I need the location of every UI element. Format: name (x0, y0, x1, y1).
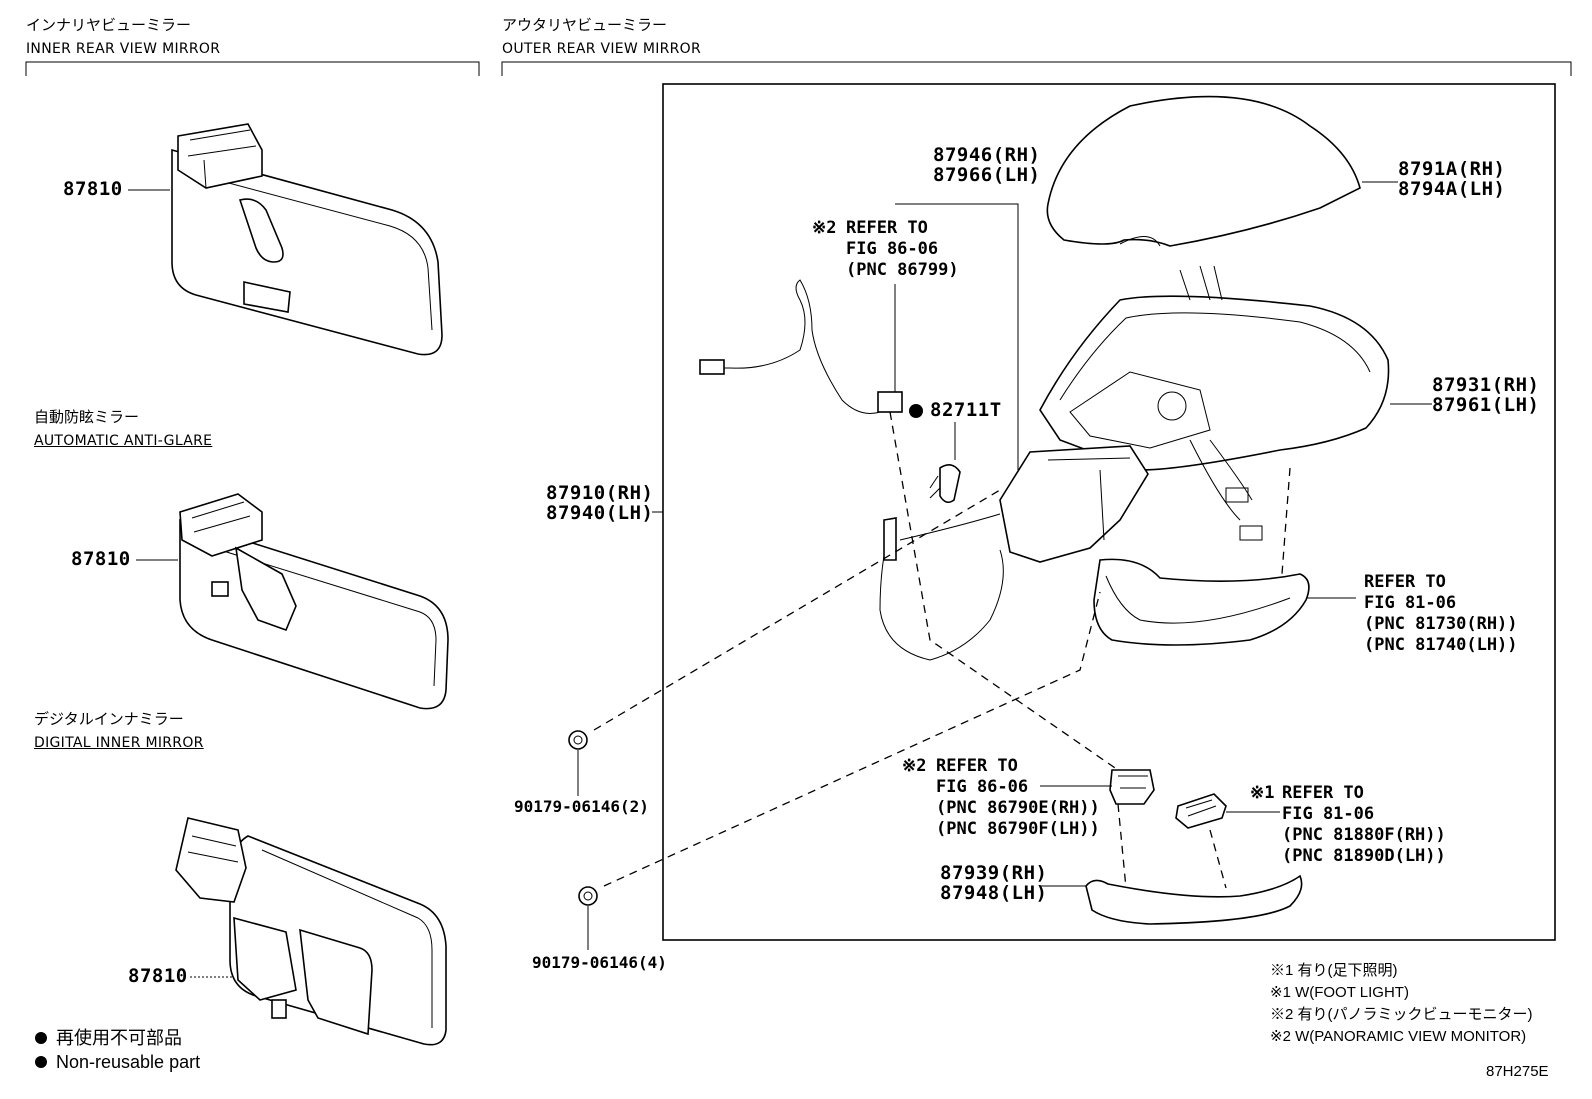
mirror-body-illustration (1039, 265, 1390, 541)
harness-illustration (699, 279, 1004, 661)
ref-mark-camera-wire: ※2 (812, 218, 837, 238)
legend-en: Non-reusable part (56, 1052, 201, 1072)
part-87948-lh[interactable]: 87948(LH) (940, 882, 1048, 904)
legend-dot-2 (35, 1056, 47, 1068)
lower-cover-illustration (1085, 874, 1303, 925)
clip-illustration (929, 464, 961, 504)
outer-section-bracket (501, 61, 1572, 76)
part-90179-06146-4[interactable]: 90179-06146(4) (532, 953, 667, 972)
part-87961-lh[interactable]: 87961(LH) (1432, 394, 1540, 416)
part-87946-rh[interactable]: 87946(RH) (933, 144, 1041, 166)
ref-turn-lamp[interactable]: REFER TO FIG 81-06 (PNC 81730(RH)) (PNC … (1364, 572, 1518, 655)
part-87940-lh[interactable]: 87940(LH) (546, 502, 654, 524)
ref-mark-camera: ※2 (902, 756, 927, 776)
camera-illustration (1109, 769, 1155, 805)
inner-section-title-en: INNER REAR VIEW MIRROR (26, 41, 221, 57)
part-87810-b[interactable]: 87810 (71, 548, 131, 570)
part-87810-c[interactable]: 87810 (128, 965, 188, 987)
inner-section-bracket (25, 61, 480, 76)
part-8794A-lh[interactable]: 8794A(LH) (1398, 178, 1506, 200)
mirror-cover-illustration (1046, 95, 1361, 247)
screw-illustration-2 (578, 886, 598, 906)
inner-mirror-illustration-1 (171, 123, 443, 356)
note-2: ※1 W(FOOT LIGHT) (1270, 984, 1409, 1001)
ref-foot-light[interactable]: REFER TO FIG 81-06 (PNC 81880F(RH)) (PNC… (1282, 783, 1446, 866)
part-87810-a[interactable]: 87810 (63, 178, 123, 200)
part-87931-rh[interactable]: 87931(RH) (1432, 374, 1540, 396)
auto-anti-glare-title-jp: 自動防眩ミラー (34, 408, 140, 426)
part-87910-rh[interactable]: 87910(RH) (546, 482, 654, 504)
outer-section-title-en: OUTER REAR VIEW MIRROR (502, 41, 702, 57)
turn-lamp-illustration (1093, 558, 1310, 646)
part-8791A-rh[interactable]: 8791A(RH) (1398, 158, 1506, 180)
ref-camera-wire[interactable]: REFER TO FIG 86-06 (PNC 86799) (846, 218, 959, 280)
part-87939-rh[interactable]: 87939(RH) (940, 862, 1048, 884)
digital-mirror-title-en: DIGITAL INNER MIRROR (34, 735, 204, 751)
ref-mark-foot-light: ※1 (1250, 783, 1275, 803)
inner-mirror-illustration-2 (179, 493, 449, 710)
inner-mirror-illustration-3 (175, 817, 447, 1046)
digital-mirror-title-jp: デジタルインナミラー (34, 710, 184, 728)
auto-anti-glare-title-en: AUTOMATIC ANTI-GLARE (34, 433, 213, 449)
part-82711T[interactable]: 82711T (930, 399, 1002, 421)
part-87966-lh[interactable]: 87966(LH) (933, 164, 1041, 186)
inner-section-title-jp: インナリヤビューミラー (26, 16, 192, 34)
foot-light-illustration (1175, 793, 1227, 829)
screw-illustration-1 (568, 730, 588, 750)
non-reusable-dot-clip (909, 404, 923, 418)
ref-camera[interactable]: REFER TO FIG 86-06 (PNC 86790E(RH)) (PNC… (936, 756, 1100, 839)
note-1: ※1 有り(足下照明) (1270, 962, 1398, 979)
figure-code: 87H275E (1486, 1063, 1549, 1080)
outer-section-title-jp: アウタリヤビューミラー (502, 16, 668, 34)
legend-dot-1 (35, 1032, 47, 1044)
part-90179-06146-2[interactable]: 90179-06146(2) (514, 797, 649, 816)
mirror-base-illustration (999, 445, 1149, 563)
note-4: ※2 W(PANORAMIC VIEW MONITOR) (1270, 1028, 1527, 1045)
note-3: ※2 有り(パノラミックビューモニター) (1270, 1006, 1533, 1023)
legend-jp: 再使用不可部品 (56, 1028, 182, 1048)
